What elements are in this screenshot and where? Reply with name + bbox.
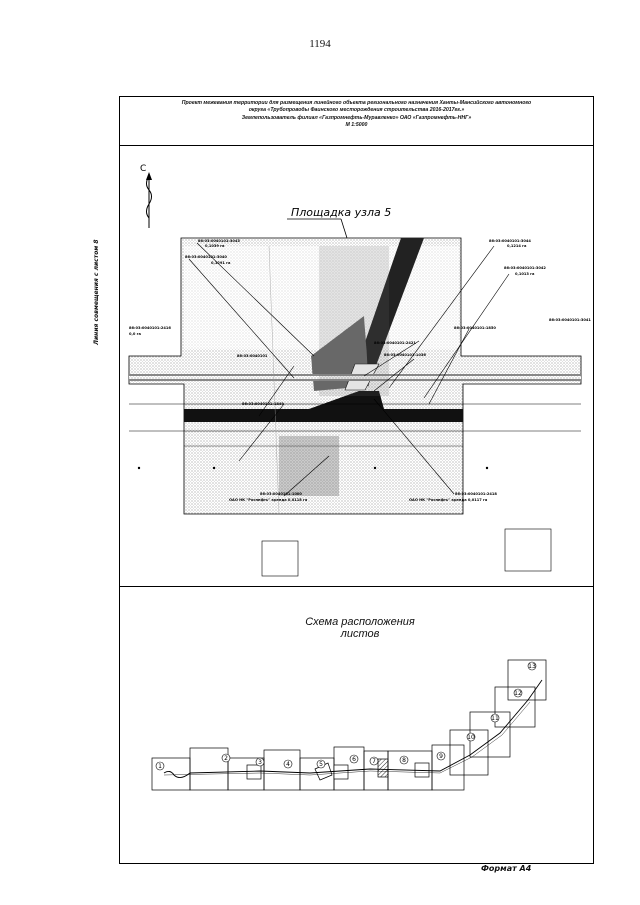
parcel-label: 86:03:0040101:2418 (455, 492, 497, 496)
parcel-label: 86:03:0040101:1849 (242, 402, 284, 406)
drawing-header: Проект межевания территории для размещен… (119, 100, 594, 130)
sheet-number: 11 (491, 715, 499, 722)
sheet-number: 10 (467, 734, 475, 741)
parcel-label: 86:03:0040101:2416 (129, 326, 171, 330)
parcel-label: 86:03:0040101:1036 (384, 353, 426, 357)
sheet-number: 2 (224, 755, 228, 762)
north-arrow-icon (146, 172, 152, 228)
parcel-label: 86:03:0040101:1000 (260, 492, 302, 496)
parcel-area: 0,1291 га (211, 261, 231, 265)
sheet-layout-scheme: 1 2 3 4 5 6 7 8 9 10 11 12 13 (151, 659, 547, 791)
parcel-area: 0,1039 га (205, 244, 225, 248)
sheet-number: 4 (286, 761, 290, 768)
header-line-3: Землепользователь филиал «Газпромнефть-М… (241, 114, 472, 121)
parcel-area: 0,1214 га (507, 244, 527, 248)
site-map: С Площадка узла 5 (128, 164, 591, 577)
pipeline-main-band (184, 409, 463, 422)
header-scale: М 1:5000 (345, 122, 368, 129)
parcel-label: 86:03:0040101:3042 (504, 266, 546, 270)
drawing-frame (119, 96, 594, 864)
parcel-label: 86:03:0040101:1850 (454, 326, 496, 330)
bottom-right-note: ОАО НК "Роснефть" аренда 0,0117 га (409, 498, 488, 502)
header-line-1: Проект межевания территории для размещен… (181, 100, 532, 106)
sheet-number: 6 (352, 756, 356, 763)
page-number: 1194 (309, 38, 331, 50)
parcel-label: 86:03:0040101 (237, 354, 268, 358)
sheet-number: 5 (319, 761, 323, 768)
side-match-line-label: Линия совмещения с листом 8 (93, 239, 100, 346)
header-divider (120, 145, 593, 146)
parcel-label: 86:03:0040101:3040 (185, 255, 227, 259)
sheet-number: 8 (402, 757, 406, 764)
sheet-number: 1 (158, 763, 162, 770)
sheet-number: 12 (514, 690, 522, 697)
sheet-number: 13 (528, 663, 536, 670)
scheme-title-line-1: Схема расположения (305, 616, 415, 628)
parcel-area: 0,0 га (129, 332, 141, 336)
site-title: Площадка узла 5 (291, 206, 391, 219)
scheme-title-line-2: листов (340, 628, 380, 640)
parcel-label: 86:03:0040101:2421 (374, 341, 416, 345)
parcel-label: 86:03:0040101:3041 (549, 318, 591, 322)
section-divider (120, 586, 593, 587)
parcel-area: 0,1013 га (515, 272, 535, 276)
sheet-number: 7 (372, 758, 376, 765)
parcel-label: 86:03:0040101:3043 (198, 239, 240, 243)
north-mark: С (140, 164, 146, 174)
header-line-2: округа «Трубопроводы Фаинского месторожд… (248, 107, 465, 114)
format-label: Формат А4 (481, 864, 532, 873)
sheet-number: 3 (258, 759, 262, 766)
sheet-number: 9 (439, 753, 443, 760)
parcel-label: 86:03:0040101:3044 (489, 239, 531, 243)
scheme-title: Схема расположения листов (280, 616, 440, 640)
bottom-left-note: ОАО НК "Роснефть" аренда 0,0118 га (229, 498, 308, 502)
